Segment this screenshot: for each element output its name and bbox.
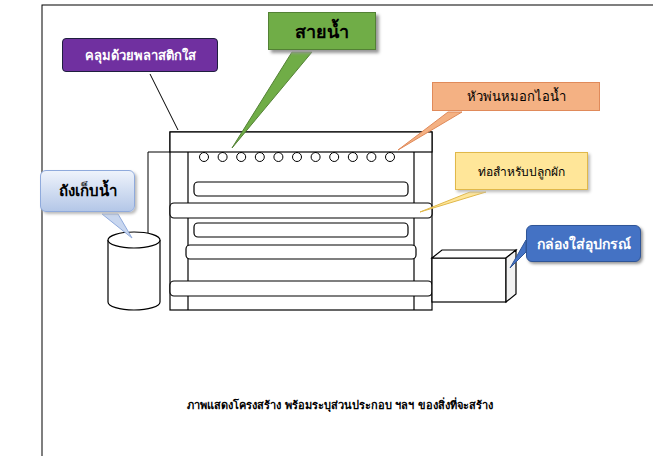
mist-nozzle-label: หัวพ่นหมอกไอน้ำ (432, 82, 600, 111)
callout-label: ท่อสำหรับปลูกผัก (478, 162, 565, 181)
plastic-cover-label: คลุมด้วยพลาสติกใส (62, 38, 218, 72)
callout-label: สายน้ำ (295, 17, 349, 46)
equipment-box (432, 250, 516, 302)
mist-nozzles (200, 152, 395, 162)
grow-pipe-label: ท่อสำหรับปลูกผัก (455, 152, 588, 190)
callout-label: คลุมด้วยพลาสติกใส (85, 45, 196, 66)
water-tank-label: ถังเก็บน้ำ (40, 170, 135, 212)
water-line-label: สายน้ำ (268, 12, 376, 50)
water-tank (108, 232, 160, 310)
caption: ภาพแสดงโครงสร้าง พร้อมระบุส่วนประกอบ ฯลฯ… (187, 396, 494, 414)
page-border (42, 5, 653, 456)
grow-pipes (170, 182, 432, 296)
equipment-box-label: กล่องใส่อุปกรณ์ (526, 225, 641, 262)
callout-label: หัวพ่นหมอกไอน้ำ (467, 86, 566, 107)
callout-label: กล่องใส่อุปกรณ์ (537, 233, 631, 255)
water-line (148, 152, 172, 238)
frame (170, 132, 432, 310)
callout-label: ถังเก็บน้ำ (59, 179, 117, 203)
